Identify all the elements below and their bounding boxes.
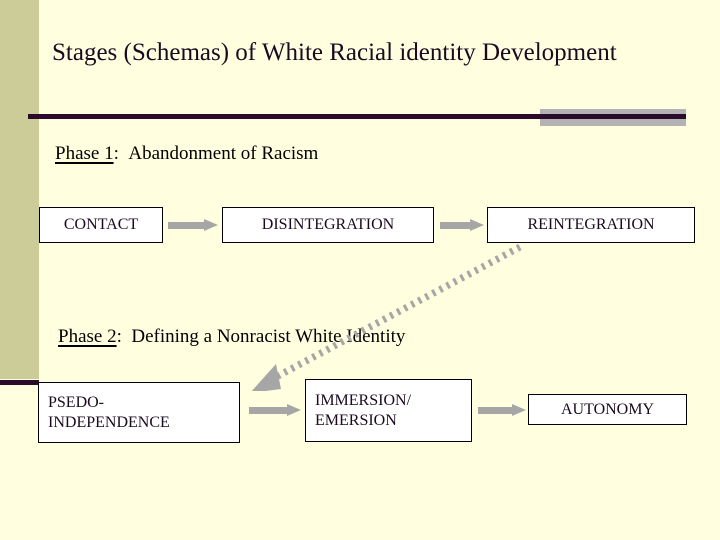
arrow-head xyxy=(287,404,301,416)
stage-box-immersion-emersion[interactable]: IMMERSION/ EMERSION xyxy=(305,379,472,442)
sidebar-accent-stub xyxy=(0,380,39,385)
phase-2-heading: Phase 2: Defining a Nonracist White Iden… xyxy=(58,325,405,349)
sidebar-decoration-band xyxy=(0,0,39,379)
arrow-right-icon-immersion-to-autonomy xyxy=(478,404,526,416)
arrow-shaft xyxy=(440,222,470,229)
phase-2-label: Phase 2 xyxy=(58,326,117,347)
arrow-shaft xyxy=(168,222,204,229)
stage-box-reintegration[interactable]: REINTEGRATION xyxy=(487,207,695,243)
stage-box-disintegration[interactable]: DISINTEGRATION xyxy=(222,207,434,243)
stage-box-contact[interactable]: CONTACT xyxy=(39,207,163,243)
phase-2-description: Defining a Nonracist White Identity xyxy=(131,326,406,347)
arrow-head xyxy=(470,219,484,231)
stage-box-psedo-independence[interactable]: PSEDO- INDEPENDENCE xyxy=(38,382,240,443)
phase-2-separator: : xyxy=(116,326,122,347)
arrow-right-icon-contact-to-disintegration xyxy=(168,219,218,231)
stage-box-autonomy[interactable]: AUTONOMY xyxy=(528,394,687,425)
title-rule xyxy=(28,114,686,119)
arrow-shaft xyxy=(249,407,287,414)
dotted-arrow-shaft xyxy=(274,243,522,381)
stage-label-immersion-line2: EMERSION xyxy=(315,411,397,429)
stage-label-psedo-line1: PSEDO- xyxy=(48,393,105,411)
dotted-arrow-head xyxy=(251,364,281,391)
phase-1-description: Abandonment of Racism xyxy=(128,143,319,164)
stage-label-psedo-line2: INDEPENDENCE xyxy=(48,413,170,431)
page-title: Stages (Schemas) of White Racial identit… xyxy=(52,39,617,66)
arrow-shaft xyxy=(478,407,512,414)
stage-label-disintegration: DISINTEGRATION xyxy=(261,216,395,233)
arrow-head xyxy=(512,404,526,416)
stage-label-reintegration: REINTEGRATION xyxy=(527,216,655,233)
arrow-right-icon-psedo-to-immersion xyxy=(249,404,301,416)
stage-label-immersion-line1: IMMERSION/ xyxy=(315,391,412,409)
stage-label-contact: CONTACT xyxy=(63,216,139,233)
phase-1-heading: Phase 1: Abandonment of Racism xyxy=(55,142,318,166)
arrow-right-icon-disintegration-to-reintegration xyxy=(440,219,484,231)
phase-1-separator: : xyxy=(113,143,119,164)
dotted-arrow-reintegration-to-psedo-independence xyxy=(251,243,522,391)
phase-1-label: Phase 1 xyxy=(55,143,114,164)
stage-label-autonomy: AUTONOMY xyxy=(560,400,655,418)
arrow-head xyxy=(204,219,218,231)
